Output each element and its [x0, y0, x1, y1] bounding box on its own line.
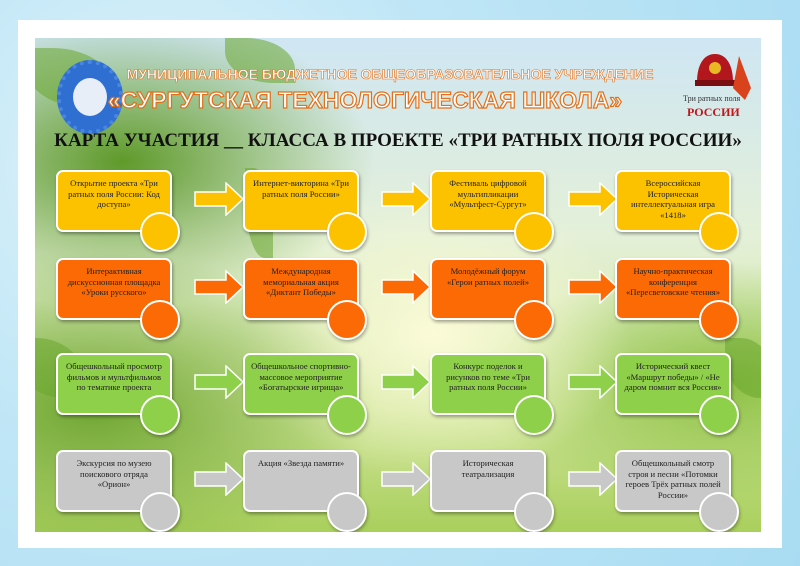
activity-label: Общешкольный смотр строя и песни «Потомк… [625, 458, 721, 500]
activity-label: Научно-практическая конференция «Пересве… [625, 266, 721, 297]
activity-label: Открытие проекта «Три ратных поля России… [68, 178, 160, 209]
arrow-right-icon [381, 462, 431, 496]
page-title: КАРТА УЧАСТИЯ __ КЛАССА В ПРОЕКТЕ «ТРИ Р… [54, 130, 742, 151]
check-circle [327, 395, 367, 435]
check-circle [699, 212, 739, 252]
activity-box: Исторический квест «Маршрут победы» / «Н… [615, 353, 731, 415]
activity-label: Всероссийская Историческая интеллектуаль… [631, 178, 715, 220]
arrow-right-icon [194, 365, 244, 399]
check-circle [140, 492, 180, 532]
check-circle [514, 212, 554, 252]
arrow-right-icon [194, 182, 244, 216]
activity-box: Общешкольный просмотр фильмов и мультфил… [56, 353, 172, 415]
arrow-right-icon [381, 182, 431, 216]
check-circle [140, 300, 180, 340]
check-circle [514, 395, 554, 435]
activity-label: Исторический квест «Маршрут победы» / «Н… [624, 361, 722, 392]
check-circle [699, 492, 739, 532]
check-circle [140, 212, 180, 252]
check-circle [514, 300, 554, 340]
school-name: «СУРГУТСКАЯ ТЕХНОЛОГИЧЕСКАЯ ШКОЛА» [107, 86, 623, 113]
organization-line: МУНИЦИПАЛЬНОЕ БЮДЖЕТНОЕ ОБЩЕОБРАЗОВАТЕЛЬ… [126, 66, 654, 83]
check-circle [327, 300, 367, 340]
check-circle [140, 395, 180, 435]
arrow-right-icon [381, 270, 431, 304]
activity-label: Общешкольное спортивно-массовое мероприя… [251, 361, 351, 392]
check-circle [699, 395, 739, 435]
activity-label: Конкурс поделок и рисунков по теме «Три … [446, 361, 530, 392]
activity-label: Молодёжный форум «Герои ратных полей» [446, 266, 529, 287]
check-circle [327, 492, 367, 532]
arrow-right-icon [568, 462, 618, 496]
helmet-emblem-icon [695, 54, 751, 100]
activity-label: Интернет-викторина «Три ратных поля Росс… [253, 178, 349, 199]
activity-box: Всероссийская Историческая интеллектуаль… [615, 170, 731, 232]
activity-label: Общешкольный просмотр фильмов и мультфил… [66, 361, 162, 392]
activity-label: Историческая театрализация [461, 458, 515, 479]
arrow-right-icon [568, 365, 618, 399]
activity-label: Экскурсия по музею поискового отряда «Ор… [76, 458, 152, 489]
activity-label: Акция «Звезда памяти» [257, 458, 345, 468]
arrow-right-icon [194, 270, 244, 304]
check-circle [514, 492, 554, 532]
activity-label: Фестиваль цифровой мультипликации «Мульт… [449, 178, 527, 209]
poster: МУНИЦИПАЛЬНОЕ БЮДЖЕТНОЕ ОБЩЕОБРАЗОВАТЕЛЬ… [35, 38, 761, 532]
check-circle [327, 212, 367, 252]
emblem-russia: РОССИИ [687, 105, 740, 119]
school-logo [57, 60, 123, 134]
activity-label: Интерактивная дискуссионная площадка «Ур… [67, 266, 161, 297]
emblem-text: Три ратных поля [683, 94, 741, 103]
arrow-right-icon [194, 462, 244, 496]
arrow-right-icon [381, 365, 431, 399]
activity-label: Международная мемориальная акция «Диктан… [263, 266, 339, 297]
arrow-right-icon [568, 182, 618, 216]
check-circle [699, 300, 739, 340]
arrow-right-icon [568, 270, 618, 304]
